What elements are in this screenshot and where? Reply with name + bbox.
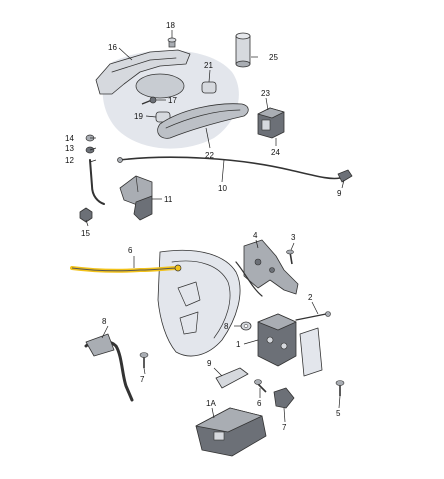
handle-cap-part-27[interactable] xyxy=(257,107,285,139)
callout-15: 11 xyxy=(164,195,173,204)
callout-1a: 1A xyxy=(206,399,216,408)
callout-2: 2 xyxy=(308,293,313,302)
callout-27: 23 xyxy=(261,89,270,98)
callout-6-label: 6 xyxy=(257,399,262,408)
outer-handle-part-26[interactable] xyxy=(157,103,249,139)
gasket-part-25[interactable] xyxy=(201,81,217,94)
callout-7-label: 7 xyxy=(282,423,287,432)
bracket-part-15[interactable] xyxy=(119,175,153,221)
callout-4: 4 xyxy=(253,231,258,240)
cover-part-7[interactable] xyxy=(273,387,295,409)
callout-14: 10 xyxy=(218,184,227,193)
callout-labels: 16 18 17 21 19 22 23 24 25 14 13 12 15 1… xyxy=(65,21,342,432)
screw-part-11[interactable] xyxy=(139,352,149,369)
cable-part-14[interactable] xyxy=(119,156,341,180)
bolt-part-3[interactable] xyxy=(286,249,294,265)
callout-11: 7 xyxy=(140,375,145,384)
callout-19: 15 xyxy=(81,229,90,238)
handle-bracket-recess xyxy=(135,73,185,99)
lever-bracket-part-4[interactable] xyxy=(235,239,299,297)
callout-21: 16 xyxy=(108,43,117,52)
callout-3: 3 xyxy=(291,233,296,242)
callout-10: 6 xyxy=(128,246,133,255)
callout-12: 8 xyxy=(102,317,107,326)
callout-30: 25 xyxy=(269,53,278,62)
callout-28: 24 xyxy=(271,148,280,157)
handle-bracket-part-21[interactable] xyxy=(95,49,191,95)
callout-13: 9 xyxy=(337,189,342,198)
callout-26: 22 xyxy=(205,151,214,160)
rod-part-16[interactable] xyxy=(89,159,105,205)
callout-18: 14 xyxy=(65,134,74,143)
callout-leaders xyxy=(85,30,345,423)
callout-17: 13 xyxy=(65,144,74,153)
callout-9-label: 9 xyxy=(207,359,212,368)
clip-part-13[interactable] xyxy=(337,169,353,183)
bolt-part-6[interactable] xyxy=(254,379,267,393)
rod-part-10[interactable] xyxy=(70,264,182,273)
bezel-part-9[interactable] xyxy=(215,367,249,389)
lock-group xyxy=(70,239,345,457)
callout-22: 17 xyxy=(168,96,177,105)
callout-25: 21 xyxy=(204,61,213,70)
cable-group xyxy=(79,134,353,223)
callout-16: 12 xyxy=(65,156,74,165)
callout-23: 18 xyxy=(166,21,175,30)
lock-unit-part-1[interactable] xyxy=(257,313,297,367)
cable-part-2[interactable] xyxy=(295,313,327,321)
outer-handle-group xyxy=(95,32,285,149)
callout-1: 1 xyxy=(236,340,241,349)
callout-5: 5 xyxy=(336,409,341,418)
pin-part-5[interactable] xyxy=(335,380,345,397)
striker-plate[interactable] xyxy=(299,327,323,377)
screw-part-22[interactable] xyxy=(141,96,157,105)
callout-24: 19 xyxy=(134,112,143,121)
control-unit-part-1a[interactable] xyxy=(195,407,267,457)
callout-8-label: 8 xyxy=(224,322,229,331)
lock-cylinder-part-30[interactable] xyxy=(235,32,251,68)
screw-part-23[interactable] xyxy=(167,37,177,48)
door-inner-panel xyxy=(157,249,241,357)
nut-part-19[interactable] xyxy=(79,207,93,223)
